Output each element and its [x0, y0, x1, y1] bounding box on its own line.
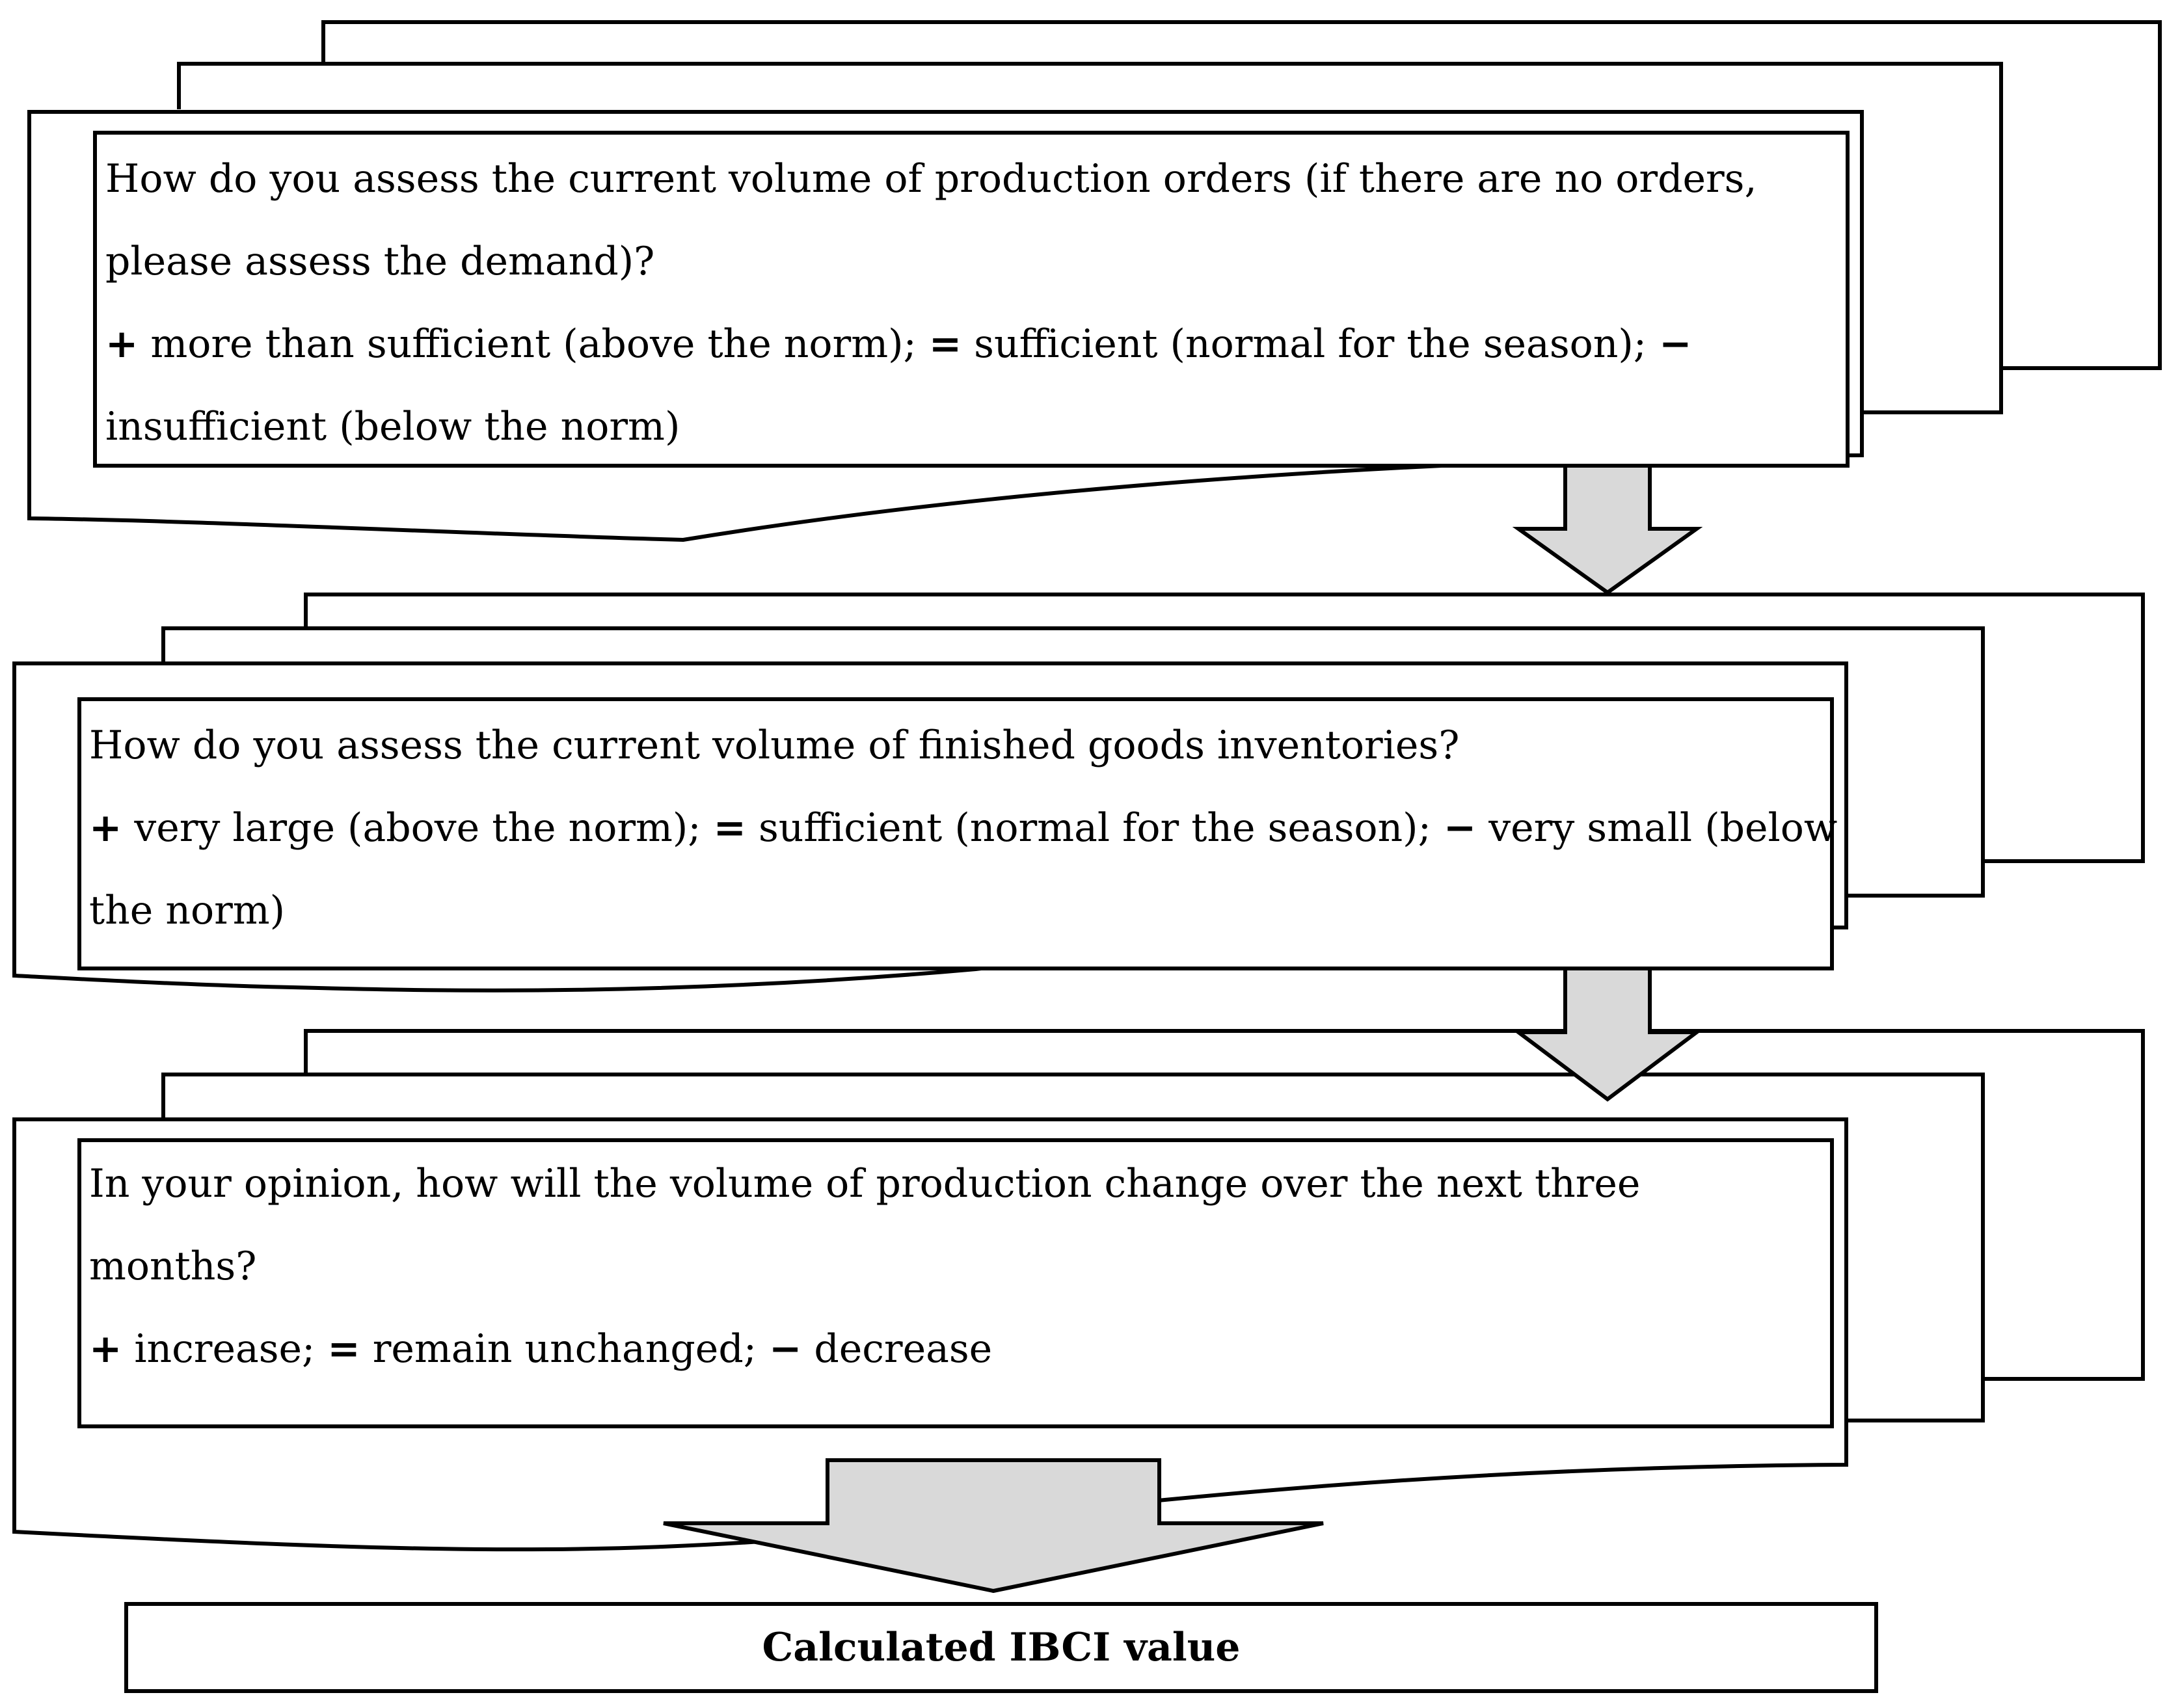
- question-2-options: + very large (above the norm); = suffici…: [89, 787, 1837, 870]
- question-2-text: How do you assess the current volume of …: [89, 704, 1837, 952]
- result-box: [124, 1602, 1878, 1693]
- question-3-line-1: In your opinion, how will the volume of …: [89, 1161, 1641, 1207]
- question-3-text: In your opinion, how will the volume of …: [89, 1143, 1640, 1391]
- down-arrow-3: [663, 1458, 1324, 1594]
- down-arrow-2: [1513, 967, 1703, 1102]
- question-3-line-2: months?: [89, 1244, 257, 1289]
- option-plus-text: more than sufficient (above the norm);: [138, 321, 929, 367]
- minus-symbol: −: [1659, 321, 1692, 367]
- plus-symbol: +: [89, 1326, 122, 1372]
- equals-symbol: =: [928, 321, 962, 367]
- stack3-question-box: [77, 1138, 1834, 1428]
- question-2-line-1: How do you assess the current volume of …: [89, 723, 1460, 768]
- question-3-options: + increase; = remain unchanged; − decrea…: [89, 1308, 1640, 1391]
- plus-symbol: +: [105, 321, 139, 367]
- option-equals-text: sufficient (normal for the season);: [746, 805, 1444, 851]
- question-2-options-cont: the norm): [89, 888, 286, 933]
- question-1-text: How do you assess the current volume of …: [105, 138, 1757, 468]
- plus-symbol: +: [89, 805, 122, 851]
- option-plus-text: very large (above the norm);: [122, 805, 714, 851]
- stack1-question-box: [93, 131, 1850, 468]
- down-arrow-1: [1512, 464, 1703, 595]
- question-1-line-1: How do you assess the current volume of …: [105, 156, 1757, 202]
- option-equals-text: sufficient (normal for the season);: [962, 321, 1660, 367]
- option-minus-text: very small (below: [1476, 805, 1838, 851]
- stack2-question-box: [77, 697, 1834, 970]
- equals-symbol: =: [327, 1326, 360, 1372]
- option-plus-text: increase;: [122, 1326, 328, 1372]
- option-equals-text: remain unchanged;: [360, 1326, 770, 1372]
- result-label: Calculated IBCI value: [762, 1625, 1241, 1670]
- question-1-options: + more than sufficient (above the norm);…: [105, 303, 1757, 386]
- question-1-options-cont: insufficient (below the norm): [105, 404, 680, 449]
- minus-symbol: −: [1443, 805, 1477, 851]
- option-minus-text: decrease: [801, 1326, 993, 1372]
- equals-symbol: =: [713, 805, 746, 851]
- question-1-line-2: please assess the demand)?: [105, 239, 655, 284]
- minus-symbol: −: [769, 1326, 802, 1372]
